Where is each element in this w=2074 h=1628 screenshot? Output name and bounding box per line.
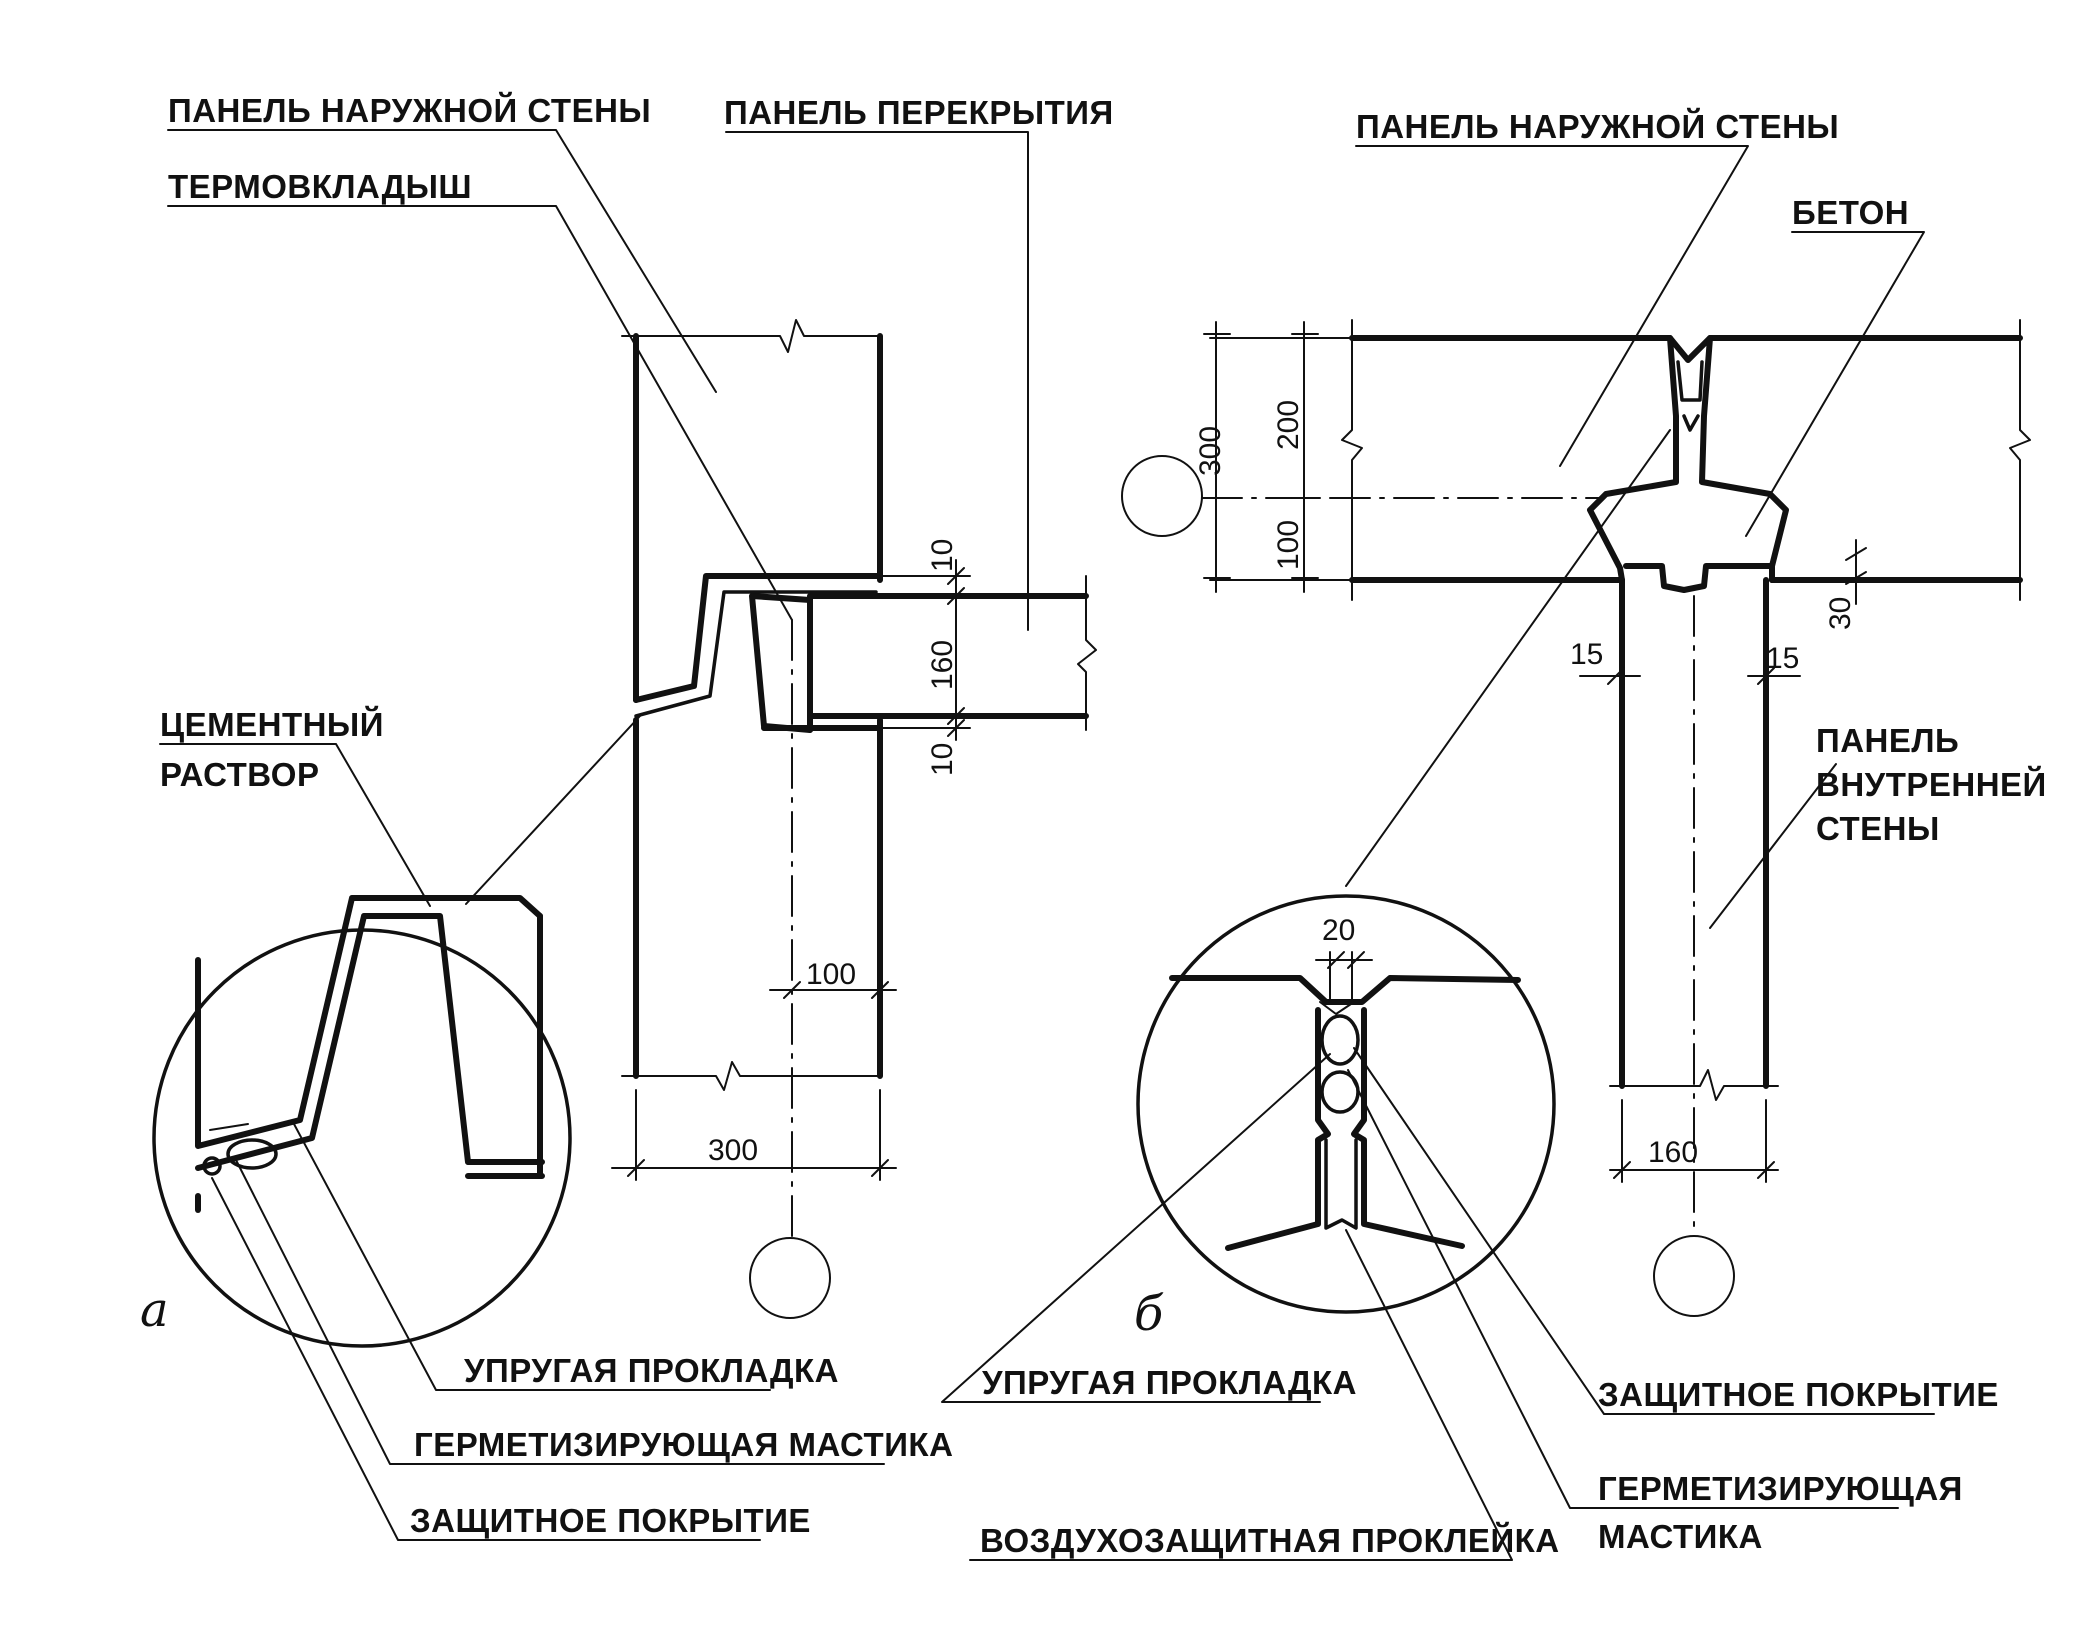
dim-label-axis-offset: 100 — [806, 958, 856, 991]
zoom-circle-a — [152, 928, 572, 1348]
label-inner-wall-1: ПАНЕЛЬ — [1816, 722, 1959, 759]
leader-air-tape — [969, 1229, 1513, 1561]
axis-marker-a — [749, 1237, 831, 1319]
label-sealing-mastic-b-1: ГЕРМЕТИЗИРУЮЩАЯ — [1598, 1470, 1963, 1507]
joint-step-outline — [633, 573, 883, 703]
leader-outer-wall-panel — [167, 129, 717, 393]
zoom-circle-b — [1136, 894, 1556, 1314]
outer-wall-panel-lower — [633, 717, 883, 1079]
detail-b — [941, 145, 2031, 1561]
dim-label-joint-width: 20 — [1322, 914, 1355, 947]
leader-floor-panel — [725, 131, 1029, 631]
label-protective-coating-b: ЗАЩИТНОЕ ПОКРЫТИЕ — [1598, 1376, 1999, 1413]
dim-right-gap — [1845, 539, 1867, 605]
leader-protective-coating-a — [211, 1177, 761, 1541]
dim-label-slab: 160 — [926, 640, 959, 690]
label-concrete: БЕТОН — [1792, 194, 1909, 231]
label-floor-panel: ПАНЕЛЬ ПЕРЕКРЫТИЯ — [724, 94, 1114, 131]
dim-joint-width — [1315, 951, 1373, 1001]
leader-outer-wall-panel-b — [1355, 145, 1749, 467]
leader-inner-wall-panel — [1709, 763, 1837, 929]
dim-upper-lower — [1209, 321, 1353, 593]
leader-sealing-mastic-b — [1347, 1069, 1899, 1509]
label-thermal-insert: ТЕРМОВКЛАДЫШ — [168, 168, 472, 205]
label-inner-wall-2: ВНУТРЕННЕЙ — [1816, 765, 2047, 803]
label-outer-wall-panel-a: ПАНЕЛЬ НАРУЖНОЙ СТЕНЫ — [168, 91, 651, 129]
axis-marker-b-side — [1121, 455, 1203, 537]
leader-protective-coating-b — [1353, 1047, 1935, 1415]
dim-label-right-gap: 30 — [1824, 597, 1857, 630]
detail-a — [152, 129, 1097, 1541]
leader-concrete — [1745, 231, 1925, 537]
leader-thermal-insert — [167, 205, 793, 621]
label-cement-mortar-1: ЦЕМЕНТНЫЙ — [160, 705, 384, 743]
leader-cement-mortar — [159, 743, 431, 907]
label-inner-wall-3: СТЕНЫ — [1816, 810, 1940, 847]
leader-elastic-gasket-a — [293, 1123, 771, 1391]
label-air-tape: ВОЗДУХОЗАЩИТНАЯ ПРОКЛЕЙКА — [980, 1521, 1560, 1559]
dim-ticks-slab — [947, 567, 965, 737]
wall-break-left — [1341, 319, 1363, 601]
outer-joint-inner — [1676, 360, 1704, 432]
label-sealing-mastic-b-2: МАСТИКА — [1598, 1518, 1763, 1555]
dim-label-bottom-gap: 10 — [926, 743, 959, 776]
outer-wall-panel-upper — [633, 333, 883, 703]
label-elastic-gasket-a: УПРУГАЯ ПРОКЛАДКА — [464, 1352, 839, 1389]
leader-elastic-gasket-b — [941, 1053, 1331, 1403]
axis-marker-b-bottom — [1653, 1235, 1735, 1317]
zoom-a-contents — [195, 895, 545, 1213]
wall-break-line-bottom — [621, 1061, 881, 1091]
leader-zoom-a — [465, 715, 641, 905]
labels-a: ПАНЕЛЬ НАРУЖНОЙ СТЕНЫ ПАНЕЛЬ ПЕРЕКРЫТИЯ … — [140, 91, 1114, 1539]
dim-left-gap — [1579, 667, 1641, 685]
wall-break-line-top — [621, 319, 881, 353]
labels-b: ПАНЕЛЬ НАРУЖНОЙ СТЕНЫ БЕТОН ПАНЕЛЬ ВНУТР… — [980, 107, 2047, 1559]
concrete-key — [1623, 563, 1775, 593]
label-cement-mortar-2: РАСТВОР — [160, 756, 319, 793]
leader-zoom-b — [1345, 429, 1671, 887]
dim-label-right-side-gap: 15 — [1766, 642, 1799, 675]
dim-label-upper: 200 — [1272, 400, 1305, 450]
dim-vertical-slab — [879, 559, 971, 741]
dim-label-top-gap: 10 — [926, 539, 959, 572]
detail-letter-a: а — [140, 1282, 169, 1338]
dim-wall-thickness — [611, 1089, 897, 1181]
dim-total-thickness — [1203, 321, 1231, 593]
label-outer-wall-panel-b: ПАНЕЛЬ НАРУЖНОЙ СТЕНЫ — [1356, 107, 1839, 145]
label-protective-coating-a: ЗАЩИТНОЕ ПОКРЫТИЕ — [410, 1502, 811, 1539]
thermal-insert — [749, 593, 813, 733]
dim-label-total: 300 — [1194, 426, 1227, 476]
zoom-b-contents — [1169, 975, 1521, 1251]
dim-label-wall-thickness: 300 — [708, 1134, 758, 1167]
leader-sealing-mastic-a — [235, 1159, 885, 1465]
dim-right-side-gap — [1747, 667, 1801, 685]
dim-label-lower: 100 — [1272, 520, 1305, 570]
detail-letter-b: б — [1134, 1286, 1164, 1342]
dim-axis-offset — [769, 981, 897, 999]
dim-label-inner-wall: 160 — [1648, 1136, 1698, 1169]
slab-break-line — [1077, 575, 1097, 731]
dim-label-left-gap: 15 — [1570, 638, 1603, 671]
wall-break-right — [2009, 319, 2031, 601]
label-sealing-mastic-a: ГЕРМЕТИЗИРУЮЩАЯ МАСТИКА — [414, 1426, 953, 1463]
dim-inner-wall — [1609, 1099, 1779, 1183]
label-elastic-gasket-b: УПРУГАЯ ПРОКЛАДКА — [982, 1364, 1357, 1401]
inner-wall-break — [1609, 1069, 1779, 1101]
inner-wall-panel — [1619, 577, 1769, 1089]
outer-wall-panel-top — [1349, 335, 2023, 363]
outer-joint — [1587, 335, 1789, 583]
joint-step-inner — [634, 590, 878, 718]
floor-slab — [761, 593, 1089, 733]
